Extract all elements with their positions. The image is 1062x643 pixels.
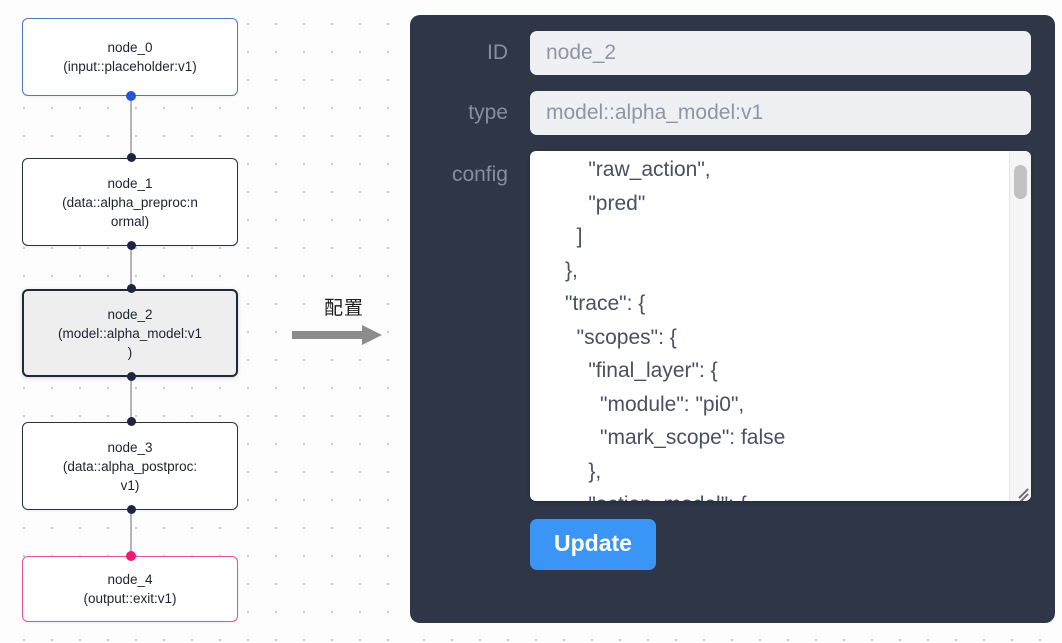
node-id-label: node_2	[107, 306, 153, 322]
field-row-config: config "raw_action", "pred" ] }, "trace"…	[410, 151, 1031, 501]
edge-node1-node2	[130, 246, 132, 294]
resize-grip-icon[interactable]	[1013, 484, 1029, 501]
arrow-head	[362, 325, 382, 345]
node-type-label: (input::placeholder:v1)	[63, 59, 197, 74]
update-button[interactable]: Update	[530, 519, 656, 570]
node-handle-source-node_2[interactable]	[126, 372, 136, 381]
graph-node-node_1[interactable]: node_1 (data::alpha_preproc:n ormal)	[22, 158, 238, 246]
node-id-label: node_1	[107, 175, 153, 191]
vertical-scrollbar[interactable]	[1009, 151, 1031, 501]
transition-annotation: 配置	[292, 296, 396, 346]
node-id-label: node_4	[107, 572, 153, 587]
edge-node0-node1	[130, 92, 132, 164]
graph-node-node_3[interactable]: node_3 (data::alpha_postproc: v1)	[22, 422, 238, 510]
id-field-label: ID	[487, 41, 508, 64]
node-inspector-panel: ID type config "raw_action", "pred" ] },…	[410, 15, 1055, 623]
graph-node-node_4[interactable]: node_4 (output::exit:v1)	[22, 556, 238, 622]
node-type-label-l1: (data::alpha_postproc:	[62, 458, 198, 474]
node-id-label: node_0	[107, 40, 153, 55]
node-type-label-l2: ormal)	[110, 213, 150, 229]
config-textarea[interactable]: "raw_action", "pred" ] }, "trace": { "sc…	[565, 158, 786, 501]
node-type-label-l2: )	[127, 344, 133, 360]
transition-label: 配置	[323, 297, 364, 319]
edge-node3-node4	[130, 510, 132, 556]
graph-node-node_0[interactable]: node_0 (input::placeholder:v1)	[22, 18, 238, 96]
node-type-label: (output::exit:v1)	[83, 591, 177, 606]
type-field-label: type	[468, 101, 508, 124]
node-handle-target-node_1[interactable]	[126, 153, 136, 162]
config-field-label: config	[451, 163, 508, 186]
node-handle-target-node_2[interactable]	[126, 284, 136, 293]
node-type-label-l1: (model::alpha_model:v1	[57, 325, 203, 341]
field-row-type: type	[410, 91, 1031, 135]
graph-canvas[interactable]: node_0 (input::placeholder:v1) node_1 (d…	[0, 0, 400, 643]
node-handle-target-node_3[interactable]	[126, 417, 136, 426]
field-row-id: ID	[410, 31, 1031, 75]
node-type-label-l1: (data::alpha_preproc:n	[62, 194, 198, 210]
scrollbar-thumb[interactable]	[1014, 165, 1027, 199]
node-id-label: node_3	[107, 439, 153, 455]
node-handle-source-node_0[interactable]	[126, 91, 136, 101]
graph-node-node_2[interactable]: node_2 (model::alpha_model:v1 )	[22, 289, 238, 377]
edge-node2-node3	[130, 377, 132, 427]
node-handle-source-node_3[interactable]	[126, 505, 136, 514]
id-input[interactable]	[530, 31, 1031, 75]
node-type-label-l2: v1)	[120, 477, 140, 493]
node-handle-target-node_4[interactable]	[126, 551, 136, 561]
config-textarea-wrapper[interactable]: "raw_action", "pred" ] }, "trace": { "sc…	[530, 151, 1031, 501]
node-handle-source-node_1[interactable]	[126, 241, 136, 250]
right-arrow-icon	[292, 324, 396, 346]
arrow-shaft	[292, 331, 364, 339]
type-input[interactable]	[530, 91, 1031, 135]
